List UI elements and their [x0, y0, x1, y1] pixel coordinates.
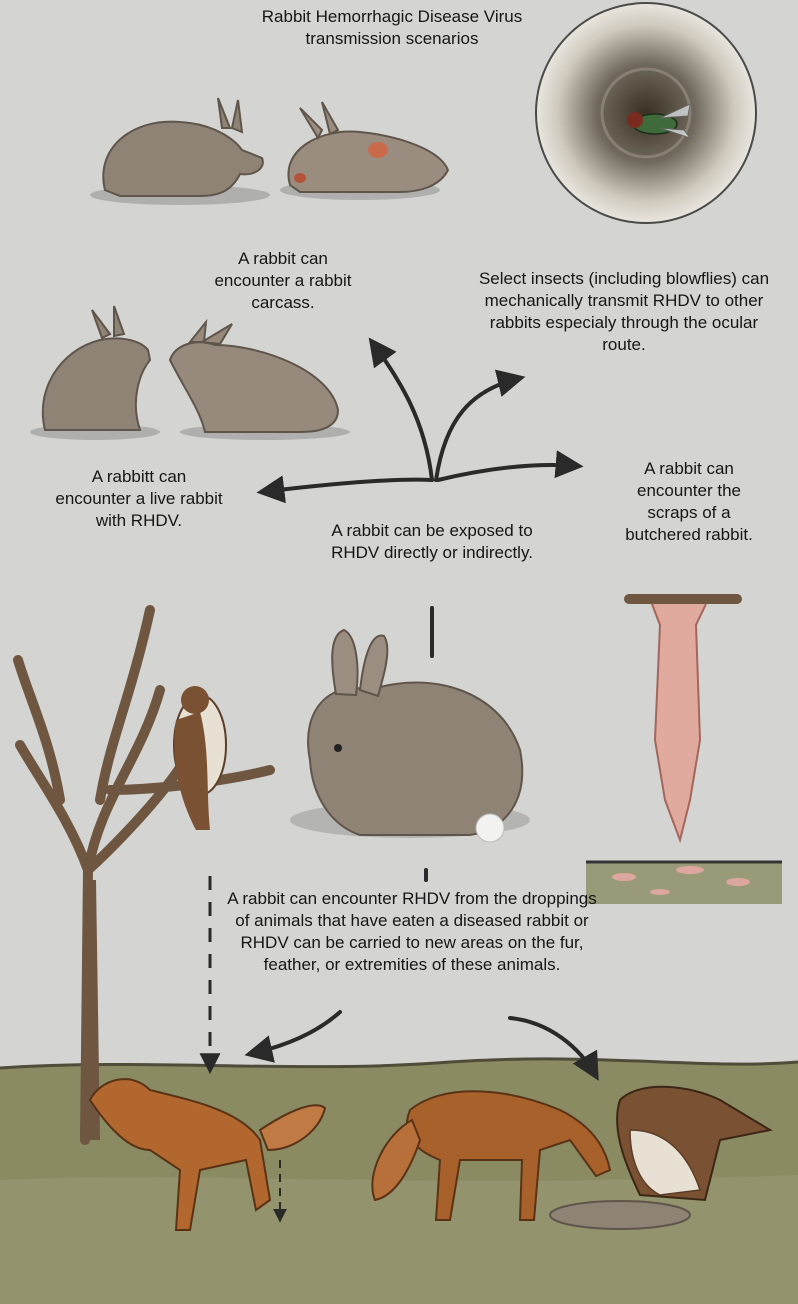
tree-with-hawk-illustration: [18, 610, 270, 1140]
center-rabbit-illustration: [290, 630, 530, 842]
label-droppings-carriers: A rabbit can encounter RHDV from the dro…: [222, 888, 602, 976]
label-exposure-center: A rabbit can be exposed to RHDV directly…: [312, 520, 552, 564]
butchered-rabbit-illustration: [586, 594, 782, 904]
blowfly-tunnel-illustration: [536, 3, 756, 223]
rabbit-carcass-illustration: [90, 98, 448, 205]
hawk-icon: [174, 686, 226, 830]
label-butchered-rabbit: A rabbit can encounter the scraps of a b…: [614, 458, 764, 546]
label-live-rabbit: A rabbitt can encounter a live rabbit wi…: [54, 466, 224, 532]
diagram-title: Rabbit Hemorrhagic Disease Virus transmi…: [252, 6, 532, 50]
live-rabbits-illustration: [30, 306, 350, 440]
label-rabbit-carcass: A rabbit can encounter a rabbit carcass.: [208, 248, 358, 314]
label-insect-transmission: Select insects (including blowflies) can…: [474, 268, 774, 356]
